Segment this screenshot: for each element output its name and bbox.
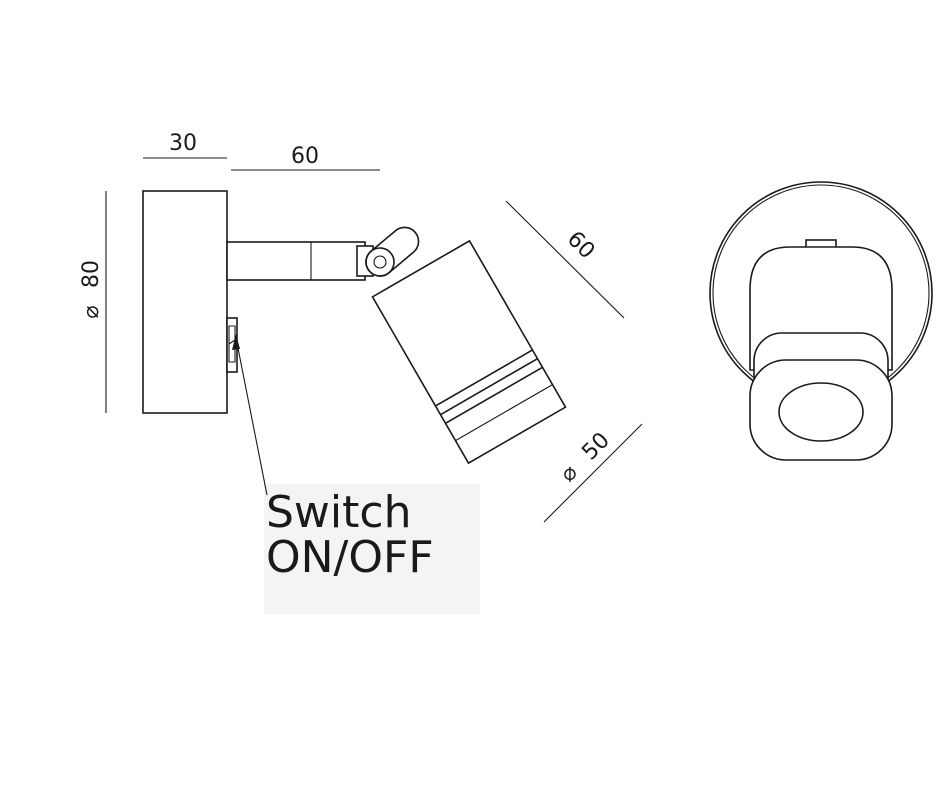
wall-base [142,190,228,414]
dimension-label-base-depth: 30 [169,131,197,156]
dimension-head-length: 60 [505,200,625,319]
diameter-symbol: ⌀ [79,305,104,318]
side-view: 30 60 ⌀ 80 60 ⌀ 50 [79,131,643,614]
dimension-arm-length: 60 [231,144,380,171]
dimension-base-depth: 30 [143,131,227,159]
dimension-label-base-diameter: 80 [79,260,104,288]
spotlight-head [371,239,567,465]
callout-arrowhead [232,334,240,350]
callout-line-2: ON/OFF [266,532,434,583]
front-view [709,181,933,461]
diameter-symbol: ⌀ [556,460,583,487]
dimension-head-diameter: ⌀ 50 [543,423,643,523]
lens-icon [778,382,864,442]
pivot-joint [365,226,420,277]
callout-background [264,484,480,614]
arm [226,241,374,281]
callout-leader-line [235,337,268,496]
dimension-label-head-diameter: 50 [577,428,614,465]
dimension-label-head-length: 60 [562,227,599,264]
dimension-label-arm-length: 60 [291,144,319,169]
dimension-base-diameter: ⌀ 80 [79,191,107,413]
callout-line-1: Switch [266,487,411,538]
